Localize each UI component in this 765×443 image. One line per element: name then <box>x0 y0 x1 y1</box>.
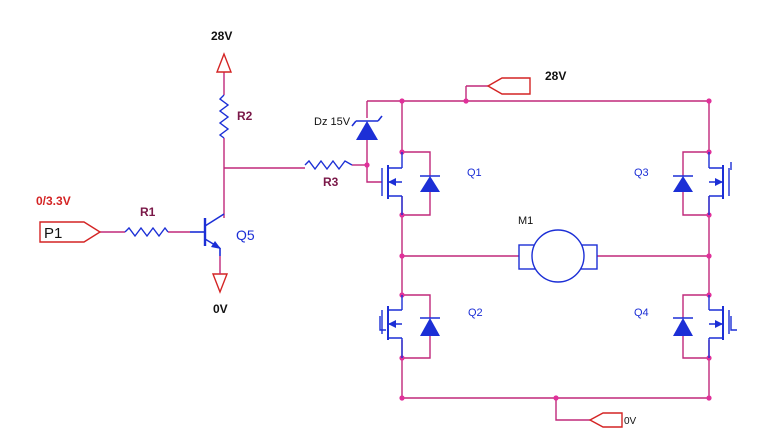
q1-label: Q1 <box>467 167 482 179</box>
wires <box>100 72 710 421</box>
supply-top-label: 28V <box>211 29 232 43</box>
r1-label: R1 <box>140 205 156 219</box>
input-port-p1 <box>39 221 102 243</box>
resistor-r1 <box>124 226 169 238</box>
q2-label: Q2 <box>468 307 483 319</box>
resistor-r2 <box>218 94 230 139</box>
input-level-label: 0/3.3V <box>36 194 71 208</box>
gnd-bridge-label: 0V <box>624 416 637 427</box>
mosfet-q1 <box>381 152 440 215</box>
q3-label: Q3 <box>634 167 649 179</box>
r3-label: R3 <box>323 175 339 189</box>
q5-label: Q5 <box>236 227 255 243</box>
zener-label: Dz 15V <box>314 116 351 128</box>
zener-diode <box>351 115 383 140</box>
r2-label: R2 <box>237 109 253 123</box>
ground-port-bridge <box>588 412 623 428</box>
motor-label: M1 <box>518 215 533 227</box>
mosfet-q2 <box>379 295 440 358</box>
supply-right-label: 28V <box>545 69 566 83</box>
mosfet-q3 <box>673 152 732 215</box>
motor-m1 <box>518 229 598 283</box>
input-port-label: P1 <box>44 225 62 242</box>
mosfet-q4 <box>673 295 737 358</box>
gnd-transistor-label: 0V <box>213 302 228 316</box>
resistor-r3 <box>304 159 353 171</box>
supply-arrow-top <box>215 52 233 73</box>
npn-transistor-q5 <box>190 213 225 256</box>
q4-label: Q4 <box>634 307 649 319</box>
ground-arrow-transistor <box>211 256 229 294</box>
supply-port-right <box>486 77 531 95</box>
